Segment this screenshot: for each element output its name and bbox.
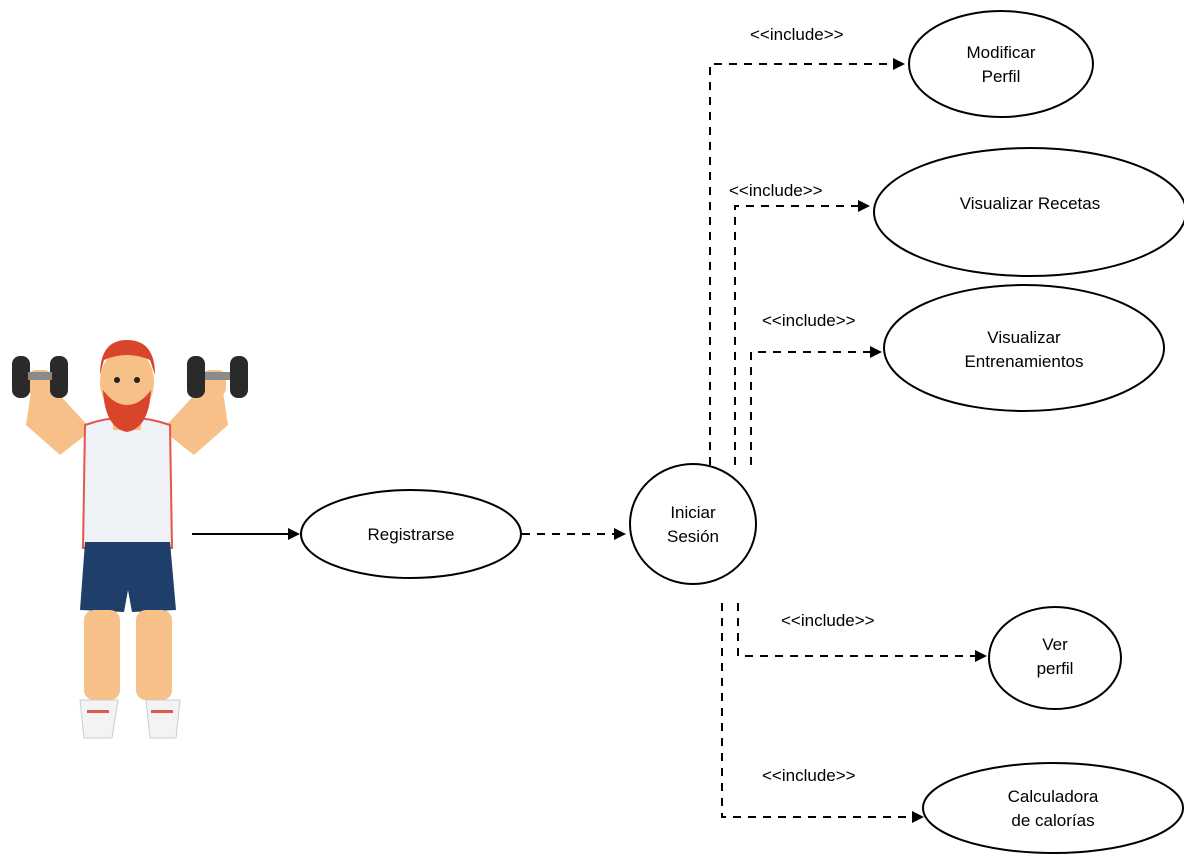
include-connector-visualizar-recetas bbox=[734, 200, 870, 465]
use-case-iniciar-sesion[interactable]: Iniciar Sesión bbox=[629, 463, 757, 585]
use-case-label: Iniciar bbox=[670, 503, 716, 522]
include-connector-visualizar-entrenamientos bbox=[750, 346, 882, 465]
use-case-label: de calorías bbox=[1011, 811, 1094, 830]
use-case-registrarse[interactable]: Registrarse bbox=[300, 489, 522, 579]
use-case-ver-perfil[interactable]: Ver perfil bbox=[988, 606, 1122, 710]
use-case-label: Visualizar bbox=[987, 328, 1061, 347]
use-case-label: Entrenamientos bbox=[964, 352, 1083, 371]
use-case-label: Registrarse bbox=[368, 525, 455, 544]
use-case-label: Perfil bbox=[982, 67, 1021, 86]
use-case-calculadora-calorias[interactable]: Calculadora de calorías bbox=[922, 762, 1184, 854]
use-case-label: Calculadora bbox=[1008, 787, 1099, 806]
use-case-label: perfil bbox=[1037, 659, 1074, 678]
athlete-actor-icon bbox=[12, 340, 248, 739]
include-connector-modificar-perfil bbox=[709, 58, 905, 465]
use-case-visualizar-entrenamientos[interactable]: Visualizar Entrenamientos bbox=[883, 284, 1165, 412]
use-case-modificar-perfil[interactable]: Modificar Perfil bbox=[908, 10, 1094, 118]
include-label: <<include>> bbox=[762, 311, 856, 330]
include-label: <<include>> bbox=[781, 611, 875, 630]
use-case-label: Modificar bbox=[967, 43, 1036, 62]
use-case-visualizar-recetas[interactable]: Visualizar Recetas bbox=[873, 147, 1184, 277]
include-label: <<include>> bbox=[750, 25, 844, 44]
include-connector-ver-perfil bbox=[737, 603, 987, 662]
include-label: <<include>> bbox=[762, 766, 856, 785]
use-case-label: Visualizar Recetas bbox=[960, 194, 1100, 213]
use-case-label: Ver bbox=[1042, 635, 1068, 654]
include-connector-calculadora bbox=[721, 603, 924, 823]
use-case-label: Sesión bbox=[667, 527, 719, 546]
include-label: <<include>> bbox=[729, 181, 823, 200]
